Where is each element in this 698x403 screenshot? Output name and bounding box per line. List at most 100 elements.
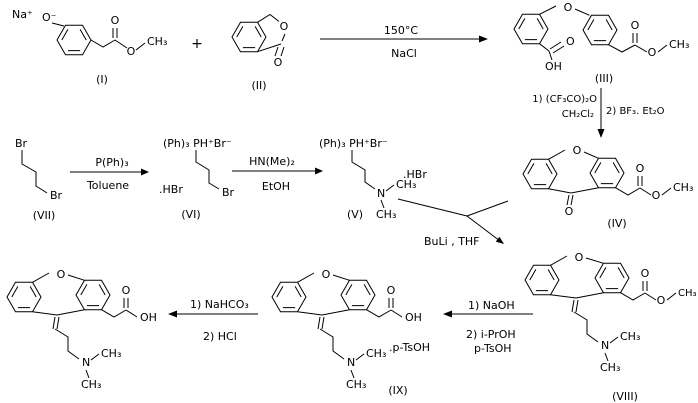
arrowhead-right-icon xyxy=(315,167,323,175)
acid-oh-label: OH xyxy=(405,311,422,324)
condition-above: HN(Me)₂ xyxy=(249,155,295,168)
condition-left-2: CH₂Cl₂ xyxy=(562,109,594,120)
acid-o-label: O xyxy=(566,35,575,48)
amine-n-label: N xyxy=(347,356,355,369)
methyl-label-a: CH₃ xyxy=(620,330,640,343)
benzene-ring xyxy=(524,264,560,296)
structure-vi: (Ph)₃ PH⁺Br⁻ Br .HBr (VI) xyxy=(159,137,235,221)
bond xyxy=(539,5,668,61)
arrow-step7: 1) NaHCO₃ 2) HCl xyxy=(168,298,258,343)
structure-vii: Br Br (VII) xyxy=(15,137,63,222)
bond xyxy=(257,13,286,57)
compound-label-vii: (VII) xyxy=(33,209,56,222)
ring-o-label: O xyxy=(575,251,584,264)
benzene-ring xyxy=(271,281,307,313)
benzene-ring xyxy=(582,14,618,46)
condition-below: NaCl xyxy=(391,47,417,60)
arrowhead-right-icon xyxy=(479,35,488,43)
phenolate-o-label: O⁻ xyxy=(42,11,57,24)
phosphonium-label: (Ph)₃ PH⁺Br⁻ xyxy=(163,137,232,150)
arrow-step3: P(Ph)₃ Toluene xyxy=(70,156,149,192)
arrowhead-left-icon xyxy=(168,310,177,318)
bromine-label-top: Br xyxy=(15,137,28,150)
ring-o-label: O xyxy=(322,268,331,281)
benzene-ring xyxy=(594,262,630,294)
ester-o-label: O xyxy=(127,45,136,58)
structure-viii: O N CH₃ CH₃ O O CH₃ (VIII) xyxy=(524,251,697,403)
compound-label-i: (I) xyxy=(96,73,108,86)
condition-below: Toluene xyxy=(86,179,129,192)
methyl-label-a: CH₃ xyxy=(366,347,386,360)
arrow-step4: HN(Me)₂ EtOH xyxy=(232,155,323,193)
ester-o-label: O xyxy=(657,294,666,307)
benzene-ring xyxy=(513,13,549,45)
condition-label: BuLi , THF xyxy=(424,235,480,248)
salt-label: .p-TsOH xyxy=(389,341,430,354)
condition-above: P(Ph)₃ xyxy=(95,156,128,169)
structure-v: (Ph)₃ PH⁺Br⁻ N CH₃ CH₃ .HBr (V) xyxy=(319,137,427,221)
amine-n-label: N xyxy=(82,356,90,369)
methyl-label-b: CH₃ xyxy=(346,378,366,391)
ring-o-label: O xyxy=(57,268,66,281)
arrowhead-right-icon xyxy=(141,168,149,176)
amine-n-label: N xyxy=(601,339,609,352)
acid-oh-label: OH xyxy=(545,60,562,73)
carbonyl-o-label: O xyxy=(274,56,283,69)
carbonyl-o-label: O xyxy=(111,14,120,27)
ester-carbonyl-o-label: O xyxy=(641,267,650,280)
compound-label-iii: (III) xyxy=(595,72,613,85)
ester-carbonyl-o-label: O xyxy=(631,19,640,32)
compound-label-vi: (VI) xyxy=(181,208,200,221)
phosphonium-label: (Ph)₃ PH⁺Br⁻ xyxy=(319,137,388,150)
benzene-ring xyxy=(522,158,558,190)
benzene-ring xyxy=(56,24,92,56)
bridge-o-label: O xyxy=(564,1,573,14)
compound-label-ii: (II) xyxy=(251,79,266,92)
methyl-label: CH₃ xyxy=(673,181,693,194)
methyl-label-a: CH₃ xyxy=(396,178,416,191)
acid-oh-label: OH xyxy=(140,311,157,324)
methyl-label-b: CH₃ xyxy=(81,378,101,391)
acid-o-label: O xyxy=(122,284,131,297)
acid-o-label: O xyxy=(387,284,396,297)
bond xyxy=(21,150,48,194)
arrow-step1: 150°C NaCl xyxy=(320,24,488,60)
arrowhead-diagonal-icon xyxy=(495,236,504,244)
condition-above: 1) NaHCO₃ xyxy=(190,298,249,311)
condition-left-1: 1) (CF₃CO)₂O xyxy=(532,94,597,105)
bromine-label: Br xyxy=(222,186,235,199)
condition-below: EtOH xyxy=(262,180,290,193)
compound-label-iv: (IV) xyxy=(607,217,626,230)
compound-label-viii: (VIII) xyxy=(612,390,638,403)
bond xyxy=(195,150,220,190)
methyl-label: CH₃ xyxy=(669,38,689,51)
condition-right: 2) BF₃. Et₂O xyxy=(606,106,665,117)
condition-below-2: p-TsOH xyxy=(474,342,512,355)
structure-ii: O O (II) xyxy=(231,13,289,92)
benzene-ring xyxy=(75,279,111,311)
benzene-ring xyxy=(6,281,42,313)
compound-label-v: (V) xyxy=(347,208,363,221)
bond xyxy=(351,150,395,209)
plus-operator: + xyxy=(191,36,203,52)
structure-iv: O O O O CH₃ (IV) xyxy=(522,144,693,230)
ring-o-label: O xyxy=(573,144,582,157)
ester-o-label: O xyxy=(648,46,657,59)
arrowhead-down-icon xyxy=(597,129,605,138)
salt-label: .HBr xyxy=(403,168,427,181)
bond xyxy=(548,149,672,206)
ester-o-label: O xyxy=(652,189,661,202)
ester-carbonyl-o-label: O xyxy=(636,162,645,175)
bond xyxy=(51,22,146,51)
condition-above: 1) NaOH xyxy=(468,299,515,312)
ketone-o-label: O xyxy=(565,205,574,218)
benzene-ring xyxy=(589,157,625,189)
condition-below: 2) HCl xyxy=(203,330,237,343)
benzene-ring xyxy=(231,21,267,53)
structure-final: O N CH₃ CH₃ O OH xyxy=(6,268,157,391)
methyl-label: CH₃ xyxy=(147,35,167,48)
salt-label: .HBr xyxy=(159,183,183,196)
ring-o-label: O xyxy=(280,20,289,33)
